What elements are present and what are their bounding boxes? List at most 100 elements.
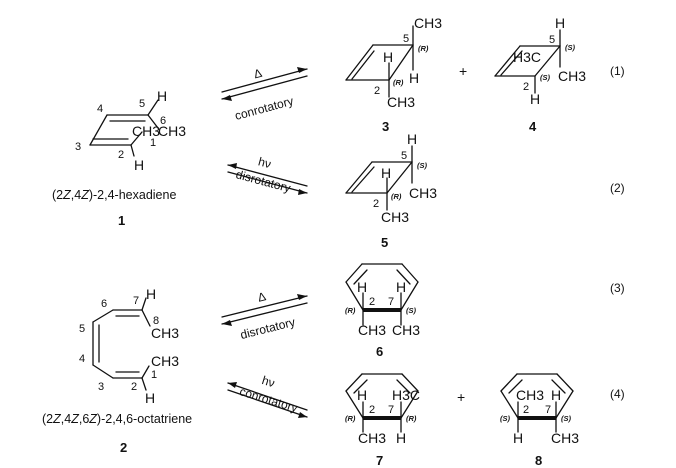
hexadiene-pos-1: 1 bbox=[150, 137, 156, 149]
product-3-structure bbox=[345, 25, 414, 98]
p7-h3c: H3C bbox=[392, 387, 420, 403]
equilibrium-arrow-4 bbox=[227, 382, 308, 418]
p7-pos-7: 7 bbox=[388, 404, 394, 416]
p4-ch3: CH3 bbox=[558, 68, 586, 84]
p6-pos-2: 2 bbox=[369, 296, 375, 308]
p6-pos-7: 7 bbox=[388, 296, 394, 308]
p3-stereo-5: (R) bbox=[418, 44, 429, 53]
hexadiene-pos-2: 2 bbox=[118, 149, 124, 161]
p7-h-right: H bbox=[396, 430, 406, 446]
octatriene-pos-2: 2 bbox=[131, 381, 137, 393]
reaction-2-mode: disrotatory bbox=[234, 167, 292, 195]
p4-pos-5: 5 bbox=[549, 34, 555, 46]
p6-h-right: H bbox=[396, 279, 406, 295]
octatriene-ch3-bottom: CH3 bbox=[151, 353, 179, 369]
p7-ch3-left: CH3 bbox=[358, 430, 386, 446]
product-7-structure bbox=[345, 373, 419, 433]
reaction-4-plus: + bbox=[457, 389, 465, 405]
compound-number-3: 3 bbox=[382, 119, 389, 134]
p5-ch3-right: CH3 bbox=[409, 185, 437, 201]
hexadiene-name: (2Z,4Z)-2,4-hexadiene bbox=[52, 188, 176, 202]
octatriene-pos-7: 7 bbox=[133, 295, 139, 307]
reaction-1-mode: conrotatory bbox=[233, 94, 295, 123]
octatriene-structure bbox=[92, 297, 151, 391]
p8-pos-7: 7 bbox=[545, 404, 551, 416]
p3-pos-2: 2 bbox=[374, 85, 380, 97]
reaction-3-mode: disrotatory bbox=[239, 315, 297, 342]
hexadiene-ch3-outer: CH3 bbox=[158, 123, 186, 139]
p4-h-top: H bbox=[555, 15, 565, 31]
equilibrium-arrow-3 bbox=[221, 294, 308, 326]
p7-pos-2: 2 bbox=[369, 404, 375, 416]
p4-pos-2: 2 bbox=[523, 81, 529, 93]
octatriene-pos-5: 5 bbox=[79, 323, 85, 335]
p8-h-bottom: H bbox=[513, 430, 523, 446]
p3-h-inner: H bbox=[383, 49, 393, 65]
product-6-structure bbox=[345, 263, 419, 326]
octatriene-h-bottom: H bbox=[145, 390, 155, 406]
reaction-1-label: (1) bbox=[610, 64, 625, 78]
product-4-structure bbox=[494, 29, 561, 94]
equilibrium-arrow-2 bbox=[227, 163, 308, 195]
equilibrium-arrow-1 bbox=[221, 67, 308, 101]
p5-pos-2: 2 bbox=[373, 198, 379, 210]
p4-h-bottom: H bbox=[530, 91, 540, 107]
p8-stereo-2: (S) bbox=[500, 414, 511, 423]
p7-h-left: H bbox=[357, 387, 367, 403]
hexadiene-pos-6: 6 bbox=[160, 115, 166, 127]
p3-ch3-bottom: CH3 bbox=[387, 94, 415, 110]
reaction-2-condition: hν bbox=[257, 154, 273, 171]
hexadiene-pos-5: 5 bbox=[139, 98, 145, 110]
reaction-3-condition: Δ bbox=[256, 289, 267, 305]
hexadiene-h-top: H bbox=[157, 88, 167, 104]
octatriene-pos-1: 1 bbox=[151, 369, 157, 381]
compound-number-5: 5 bbox=[381, 235, 388, 250]
p6-h-left: H bbox=[357, 279, 367, 295]
p8-ch3-top: CH3 bbox=[516, 387, 544, 403]
octatriene-ch3-top: CH3 bbox=[151, 325, 179, 341]
compound-number-6: 6 bbox=[376, 344, 383, 359]
reaction-4-label: (4) bbox=[610, 387, 625, 401]
octatriene-pos-6: 6 bbox=[101, 298, 107, 310]
octatriene-pos-3: 3 bbox=[98, 381, 104, 393]
p5-stereo-2: (R) bbox=[391, 192, 402, 201]
compound-number-7: 7 bbox=[376, 453, 383, 468]
p7-stereo-7: (R) bbox=[406, 414, 417, 423]
p6-ch3-right: CH3 bbox=[392, 322, 420, 338]
octatriene-pos-4: 4 bbox=[79, 353, 85, 365]
compound-number-1: 1 bbox=[118, 213, 125, 228]
p8-pos-2: 2 bbox=[523, 404, 529, 416]
product-8-structure bbox=[500, 373, 574, 433]
compound-number-4: 4 bbox=[529, 119, 537, 134]
p3-stereo-2: (R) bbox=[393, 78, 404, 87]
reaction-3-label: (3) bbox=[610, 281, 625, 295]
compound-number-2: 2 bbox=[120, 440, 127, 455]
p3-h-outer: H bbox=[409, 70, 419, 86]
p8-h-top: H bbox=[551, 387, 561, 403]
p8-stereo-7: (S) bbox=[561, 414, 572, 423]
p7-stereo-2: (R) bbox=[345, 414, 356, 423]
hexadiene-h-bottom: H bbox=[134, 157, 144, 173]
p5-ch3-bottom: CH3 bbox=[381, 209, 409, 225]
p3-ch3-top: CH3 bbox=[414, 15, 442, 31]
p3-pos-5: 5 bbox=[403, 33, 409, 45]
p6-stereo-2: (R) bbox=[345, 306, 356, 315]
reaction-1-plus: + bbox=[459, 63, 467, 79]
p4-stereo-5: (S) bbox=[565, 43, 576, 52]
reaction-4-condition: hν bbox=[260, 373, 276, 390]
reaction-1-condition: Δ bbox=[252, 66, 263, 82]
p6-stereo-7: (S) bbox=[406, 306, 417, 315]
p6-ch3-left: CH3 bbox=[358, 322, 386, 338]
hexadiene-ch3-inner: CH3 bbox=[132, 123, 160, 139]
p4-stereo-2: (S) bbox=[540, 73, 551, 82]
p8-ch3-bottom: CH3 bbox=[551, 430, 579, 446]
octatriene-name: (2Z,4Z,6Z)-2,4,6-octatriene bbox=[42, 412, 192, 426]
p4-h3c: H3C bbox=[513, 49, 541, 65]
hexadiene-pos-4: 4 bbox=[97, 103, 103, 115]
p5-h-inner: H bbox=[381, 165, 391, 181]
p5-pos-5: 5 bbox=[401, 150, 407, 162]
product-5-structure bbox=[345, 145, 413, 211]
compound-number-8: 8 bbox=[535, 453, 542, 468]
octatriene-pos-8: 8 bbox=[153, 315, 159, 327]
